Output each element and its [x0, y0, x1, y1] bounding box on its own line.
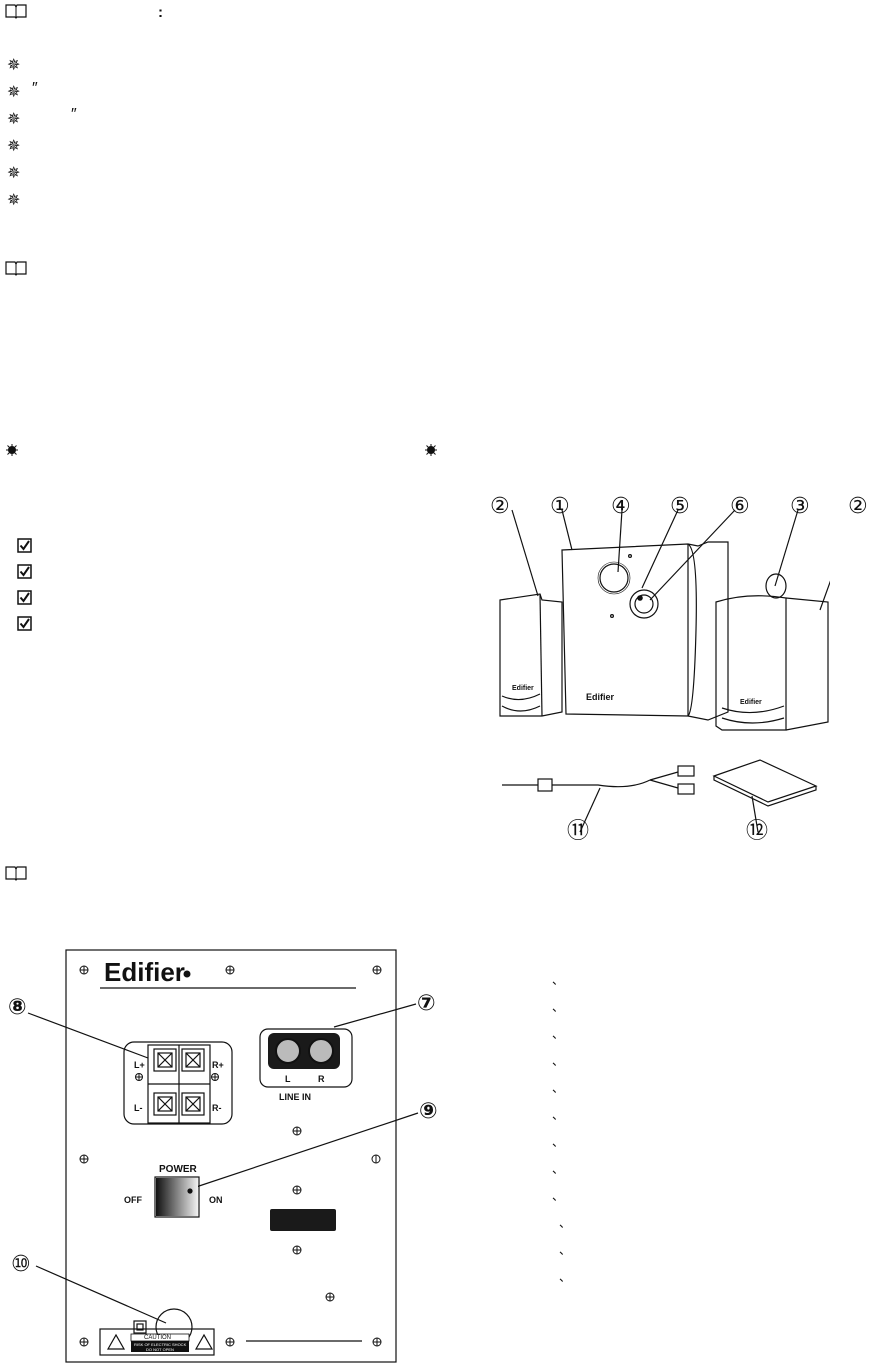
feature-bullet-icon: ✵ — [7, 109, 21, 128]
list-mark: 、 — [552, 1162, 565, 1176]
callout-5: ⑤ — [670, 494, 690, 519]
callout-3: ③ — [790, 494, 810, 519]
line-in-label: LINE IN — [279, 1092, 311, 1102]
callout-2-left: ② — [490, 494, 510, 519]
list-mark: 、 — [552, 1000, 565, 1014]
terminal-r-plus: R+ — [212, 1060, 224, 1070]
terminal-l-minus: L- — [134, 1103, 143, 1113]
callout-1: ① — [550, 494, 570, 519]
callout-12: ⑫ — [746, 819, 769, 844]
caution-line-1: RISK OF ELECTRIC SHOCK — [134, 1342, 187, 1347]
feature-bullet-icon: ✵ — [7, 190, 21, 209]
list-mark: 、 — [559, 1270, 572, 1284]
rear-panel-illustration: Edifier L+ L- R+ R- L R LINE IN POWER OF… — [27, 949, 419, 1363]
list-mark: 、 — [552, 1081, 565, 1095]
caution-line-2: DO NOT OPEN — [146, 1347, 174, 1352]
checkbox-icon — [17, 564, 32, 584]
terminal-r-minus: R- — [212, 1103, 222, 1113]
feature-bullet-icon: ✵ — [7, 136, 21, 155]
feature-quote: ″ — [71, 106, 77, 123]
checkbox-icon — [17, 590, 32, 610]
power-off-label: OFF — [124, 1195, 142, 1205]
power-label: POWER — [159, 1164, 198, 1175]
list-mark: 、 — [552, 1027, 565, 1041]
list-mark: 、 — [552, 1108, 565, 1122]
caution-title: CAUTION — [144, 1335, 171, 1341]
callout-9: ⑨ — [419, 1099, 438, 1124]
callout-7: ⑦ — [417, 991, 436, 1016]
section-bullet-icon — [425, 443, 437, 461]
section-bullet-icon — [6, 443, 18, 461]
list-mark: 、 — [552, 1054, 565, 1068]
callout-4: ④ — [611, 494, 631, 519]
terminal-l-plus: L+ — [134, 1060, 145, 1070]
callout-10: ⑩ — [11, 1252, 31, 1277]
list-mark: 、 — [559, 1216, 572, 1230]
brand-left-satellite: Edifier — [512, 685, 534, 692]
list-mark: 、 — [552, 973, 565, 987]
brand-sub: Edifier — [586, 692, 615, 702]
speaker-set-illustration: Edifier Edifier Edifier — [499, 509, 830, 833]
feature-quote: ″ — [32, 80, 38, 97]
callout-6: ⑥ — [730, 494, 750, 519]
feature-bullet-icon: ✵ — [7, 82, 21, 101]
rear-brand: Edifier — [104, 957, 185, 987]
checkbox-icon — [17, 616, 32, 636]
callout-2-right: ② — [848, 494, 868, 519]
book-icon — [5, 3, 27, 24]
brand-right-satellite: Edifier — [740, 699, 762, 706]
callout-11: ⑪ — [567, 819, 590, 844]
power-on-label: ON — [209, 1195, 223, 1205]
book-icon — [5, 865, 27, 886]
list-mark: 、 — [552, 1135, 565, 1149]
line-in-r: R — [318, 1074, 325, 1084]
book-icon — [5, 260, 27, 281]
feature-bullet-icon: ✵ — [7, 55, 21, 74]
list-mark: 、 — [552, 1189, 565, 1203]
callout-8: ⑧ — [8, 995, 27, 1020]
feature-bullet-icon: ✵ — [7, 163, 21, 182]
list-mark: 、 — [559, 1243, 572, 1257]
header-colon: : — [158, 4, 163, 21]
line-in-l: L — [285, 1074, 291, 1084]
checkbox-icon — [17, 538, 32, 558]
